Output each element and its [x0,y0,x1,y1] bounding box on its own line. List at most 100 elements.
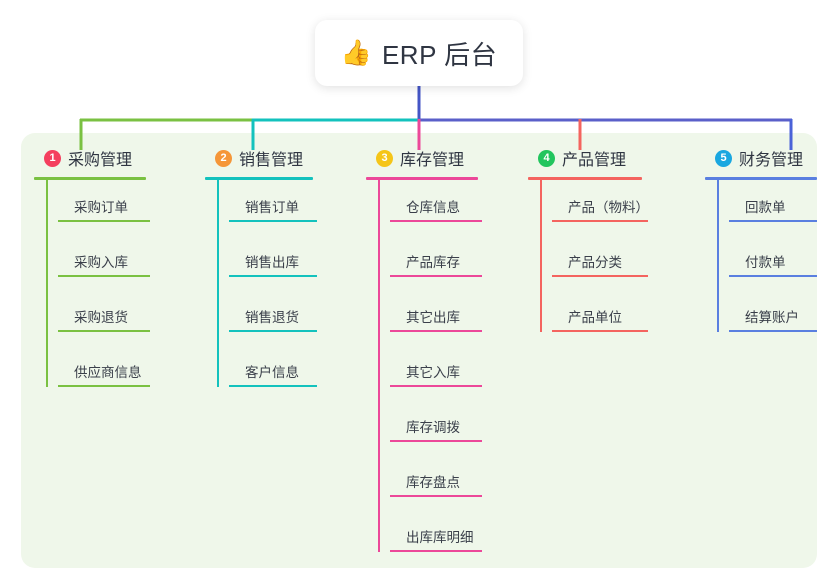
thumbs-up-icon: 👍 [340,38,372,67]
tree-item-rule [229,330,317,332]
column-5: 5 财务管理回款单付款单结算账户 [705,146,817,345]
column-3: 3 库存管理仓库信息产品库存其它出库其它入库库存调拨库存盘点出库库明细 [366,146,482,565]
column-title: 库存管理 [400,152,465,169]
tree-item-label: 付款单 [745,255,786,270]
column-number-badge: 2 [215,149,232,167]
tree-item[interactable]: 产品分类 [540,235,648,290]
column-number-badge: 3 [376,149,393,167]
column-spine [217,180,219,387]
column-header-2[interactable]: 2 销售管理 [215,146,313,170]
column-title: 财务管理 [739,152,804,169]
tree-item-label: 结算账户 [745,310,799,325]
tree-item-rule [229,385,317,387]
tree-item-rule [229,220,317,222]
tree-item-rule [229,275,317,277]
tree-item-rule [729,330,817,332]
column-items: 采购订单采购入库采购退货供应商信息 [34,180,150,400]
tree-item-label: 供应商信息 [74,365,142,380]
root-node-card[interactable]: 👍 ERP 后台 [315,20,523,86]
column-2: 2 销售管理销售订单销售出库销售退货客户信息 [205,146,317,400]
column-header-rule [205,177,313,180]
tree-item-rule [729,275,817,277]
column-header-1[interactable]: 1 采购管理 [44,146,146,170]
tree-item-rule [390,275,482,277]
tree-item[interactable]: 采购退货 [46,290,150,345]
tree-item[interactable]: 其它出库 [378,290,482,345]
tree-item-label: 产品（物料） [568,200,649,215]
tree-item-label: 其它出库 [406,310,460,325]
tree-item-rule [390,220,482,222]
tree-item-label: 采购退货 [74,310,128,325]
column-header-4[interactable]: 4 产品管理 [538,146,642,170]
column-spine [46,180,48,387]
tree-item[interactable]: 回款单 [717,180,817,235]
column-spine [378,180,380,552]
column-items: 销售订单销售出库销售退货客户信息 [205,180,317,400]
column-spine [540,180,542,332]
column-header-3[interactable]: 3 库存管理 [376,146,478,170]
tree-item-label: 出库库明细 [406,530,474,545]
tree-item-rule [58,220,150,222]
tree-item-label: 产品分类 [568,255,622,270]
tree-item-rule [58,330,150,332]
tree-item-rule [552,330,648,332]
column-header-rule [705,177,817,180]
tree-item[interactable]: 仓库信息 [378,180,482,235]
tree-item[interactable]: 采购订单 [46,180,150,235]
column-items: 仓库信息产品库存其它出库其它入库库存调拨库存盘点出库库明细 [366,180,482,565]
column-items: 回款单付款单结算账户 [705,180,817,345]
tree-item[interactable]: 出库库明细 [378,510,482,565]
column-number-badge: 5 [715,149,732,167]
column-header-5[interactable]: 5 财务管理 [715,146,817,170]
tree-item-label: 销售订单 [245,200,299,215]
tree-item-rule [390,440,482,442]
column-spine [717,180,719,332]
tree-item[interactable]: 采购入库 [46,235,150,290]
column-title: 销售管理 [239,152,304,169]
tree-item[interactable]: 产品单位 [540,290,648,345]
tree-item-label: 采购入库 [74,255,128,270]
column-number-badge: 1 [44,149,61,167]
tree-item-label: 库存调拨 [406,420,460,435]
tree-item-label: 产品库存 [406,255,460,270]
column-4: 4 产品管理产品（物料） 产品分类产品单位 [528,146,649,345]
column-header-rule [528,177,642,180]
tree-item-rule [390,330,482,332]
tree-item-label: 仓库信息 [406,200,460,215]
tree-item-label: 销售退货 [245,310,299,325]
tree-item[interactable]: 付款单 [717,235,817,290]
tree-item-rule [58,275,150,277]
tree-item-label: 采购订单 [74,200,128,215]
root-node-title: ERP 后台 [381,39,498,70]
column-title: 采购管理 [68,152,133,169]
tree-item[interactable]: 结算账户 [717,290,817,345]
tree-item[interactable]: 销售出库 [217,235,317,290]
tree-item-rule [390,385,482,387]
column-items: 产品（物料） 产品分类产品单位 [528,180,649,345]
tree-item[interactable]: 产品库存 [378,235,482,290]
tree-item[interactable]: 产品（物料） [540,180,649,235]
tree-item[interactable]: 库存调拨 [378,400,482,455]
tree-item-label: 其它入库 [406,365,460,380]
tree-item-rule [58,385,150,387]
column-title: 产品管理 [562,152,627,169]
tree-item[interactable]: 销售退货 [217,290,317,345]
column-number-badge: 4 [538,149,555,167]
tree-item[interactable]: 其它入库 [378,345,482,400]
tree-item-label: 回款单 [745,200,786,215]
tree-item-rule [552,275,648,277]
column-header-rule [34,177,146,180]
tree-item-label: 产品单位 [568,310,622,325]
tree-item[interactable]: 客户信息 [217,345,317,400]
tree-item-label: 库存盘点 [406,475,460,490]
column-1: 1 采购管理采购订单采购入库采购退货供应商信息 [34,146,150,400]
tree-item-rule [729,220,817,222]
tree-item-label: 客户信息 [245,365,299,380]
tree-item[interactable]: 供应商信息 [46,345,150,400]
tree-item-rule [552,220,648,222]
tree-item[interactable]: 库存盘点 [378,455,482,510]
tree-item-label: 销售出库 [245,255,299,270]
tree-item-rule [390,550,482,552]
column-header-rule [366,177,478,180]
tree-item[interactable]: 销售订单 [217,180,317,235]
